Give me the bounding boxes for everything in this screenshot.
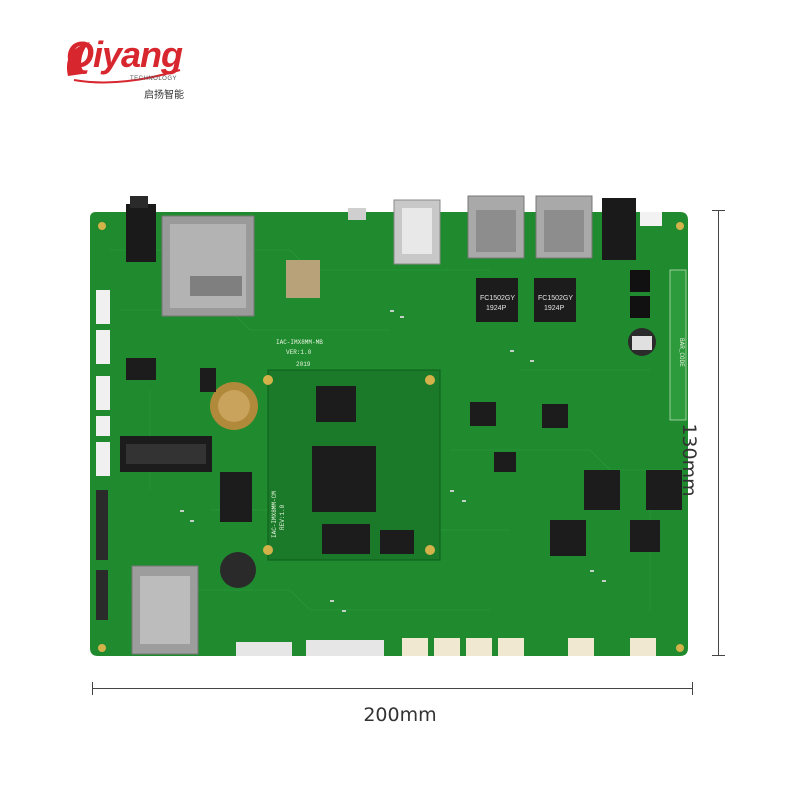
core-label: IAC-IMX8MM-CM xyxy=(271,491,278,538)
height-dimension-tick-top xyxy=(712,210,725,211)
width-dimension-label: 200mm xyxy=(363,704,437,726)
logo-chinese: 启扬智能 xyxy=(144,90,184,101)
chip-left-line2: 1924P xyxy=(486,305,507,312)
core-rev: REV:1.0 xyxy=(279,504,286,530)
chip-right-line1: FC1502GY xyxy=(538,295,573,302)
qiyang-logo: Qiyang TECHNOLOGY 启扬智能 xyxy=(60,30,200,105)
pcb-board: FC1502GY 1924P FC1502GY 1924P BAR_CODE I… xyxy=(90,190,695,665)
height-dimension-tick-bottom xyxy=(712,655,725,656)
height-dimension-line xyxy=(718,210,719,655)
pcb-board-image: FC1502GY 1924P FC1502GY 1924P BAR_CODE I… xyxy=(90,195,688,656)
chip-left-line1: FC1502GY xyxy=(480,295,515,302)
width-dimension-tick-right xyxy=(692,682,693,695)
logo-brand-text: Qiyang xyxy=(66,34,183,75)
logo-tagline: TECHNOLOGY xyxy=(130,76,178,82)
barcode-label: BAR_CODE xyxy=(678,338,685,367)
chip-right-line2: 1924P xyxy=(544,305,565,312)
year-label: 2019 xyxy=(296,361,311,368)
width-dimension-line xyxy=(92,688,692,689)
logo-swoosh-icon xyxy=(66,42,181,84)
base-ver: VER:1.0 xyxy=(286,349,312,356)
width-dimension-tick-left xyxy=(92,682,93,695)
height-dimension-label: 130mm xyxy=(678,423,700,497)
logo-brand: Qiyang xyxy=(66,34,183,76)
base-label: IAC-IMX8MM-MB xyxy=(276,339,323,346)
